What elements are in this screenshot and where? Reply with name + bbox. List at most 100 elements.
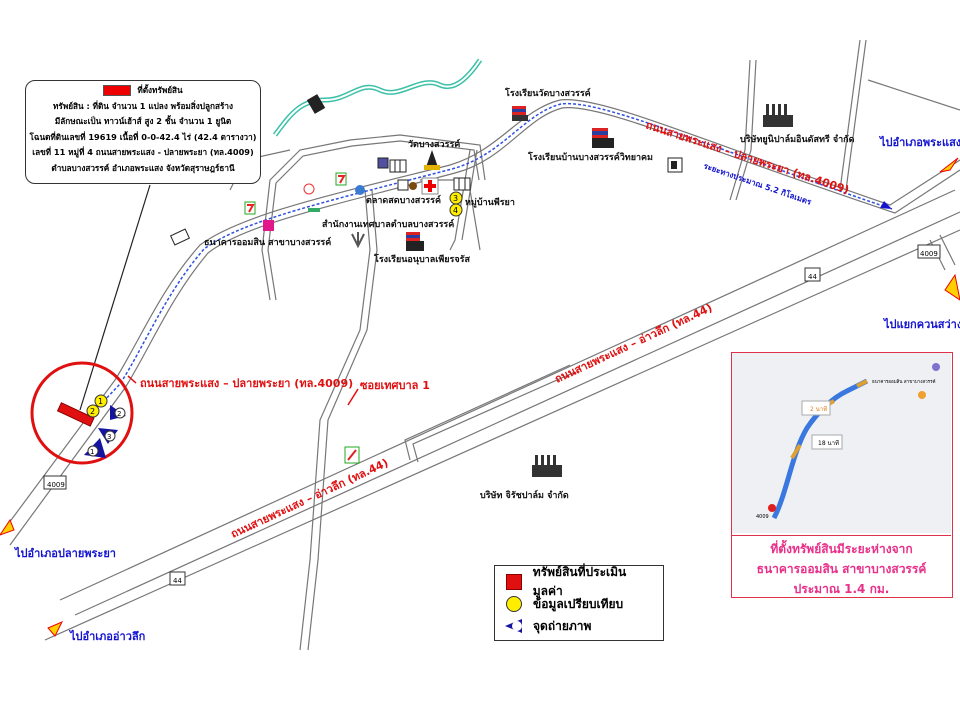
- local-streets: [229, 39, 960, 651]
- factory-icon: [532, 455, 562, 477]
- label-unipalm: บริษัทยูนิปาล์มอินดัสทรี จำกัด: [740, 133, 855, 145]
- comparable-marker: 3: [449, 191, 463, 205]
- svg-text:2: 2: [90, 407, 95, 416]
- gsb-bank-icon: [263, 220, 274, 231]
- inset-place-pin-icon: [918, 391, 926, 399]
- label-road-4009-left: ถนนสายพระแสง – ปลายพระยา (ทล.4009): [140, 377, 353, 390]
- bridge-icon: [306, 94, 326, 114]
- inset-walk-box: [811, 434, 843, 450]
- svg-text:3: 3: [453, 194, 458, 203]
- svg-text:2 นาที: 2 นาที: [810, 405, 827, 413]
- factory-icon: [763, 104, 793, 127]
- building-icon: [169, 228, 191, 246]
- svg-text:1: 1: [90, 448, 94, 456]
- arrow-icon: [939, 157, 959, 173]
- inset-dest-label: ธนาคารออมสิน สาขาบางสวรรค์: [872, 378, 936, 385]
- label-jirat: บริษัท จิรัชปาล์ม จำกัด: [480, 489, 569, 501]
- property-swatch-icon: [103, 85, 132, 96]
- route-arrowhead: [880, 201, 892, 209]
- info-title: ที่ตั้งทรัพย์สิน: [137, 85, 183, 95]
- svg-text:2: 2: [117, 410, 121, 418]
- direction-phrasaeng: ไปอำเภอพระแสง: [878, 135, 960, 149]
- photo-point-marker: 1: [84, 438, 106, 458]
- seven-eleven-icon: [244, 201, 256, 215]
- photo-point-marker: 3: [98, 428, 118, 444]
- svg-text:4: 4: [453, 206, 458, 215]
- legend-property: ทรัพย์สินที่ประเมินมูลค่า: [532, 565, 627, 598]
- info-line: เลขที่ 11 หมู่ที่ 4 ถนนสายพระแสง - ปลายพ…: [32, 147, 254, 157]
- photo-point-marker: 2: [110, 405, 126, 420]
- legend: ทรัพย์สินที่ประเมินมูลค่า ข้อมูลเปรียบเท…: [494, 565, 664, 641]
- red-square-icon: [503, 574, 525, 590]
- inset-map-image: 2 นาที 18 นาที 4009 ธนาคารออมสิน สาขาบาง…: [732, 353, 951, 533]
- direction-ao-luek: ไปอำเภออ่าวลึก: [68, 629, 146, 643]
- property-marker: [56, 402, 95, 427]
- yellow-circle-icon: [503, 596, 525, 612]
- info-line: มีลักษณะเป็น ทาวน์เฮ้าส์ สูง 2 ชั้น จำนว…: [54, 116, 232, 126]
- svg-text:3: 3: [107, 433, 111, 441]
- legend-comparable: ข้อมูลเปรียบเทียบ: [533, 596, 624, 611]
- inset-road-label: 4009: [756, 514, 769, 520]
- info-line: ทรัพย์สิน : ที่ดิน จำนวน 1 แปลง พร้อมสิ่…: [53, 100, 233, 111]
- ptt-station-icon: [344, 446, 360, 464]
- label-market: ตลาดสดบางสวรรค์: [366, 194, 441, 206]
- building-icon: [389, 159, 407, 173]
- government-emblem-icon: [351, 232, 365, 249]
- inset-caption-line: ที่ตั้งทรัพย์สินมีระยะห่างจาก: [770, 542, 913, 556]
- label-road-44-upper: ถนนสายพระแสง – อ่าวลึก (ทล.44): [553, 301, 715, 386]
- label-village: หมู่บ้านพีรยา: [465, 197, 515, 208]
- label-soi: ซอยเทศบาล 1: [360, 379, 430, 392]
- river: [272, 58, 483, 137]
- shield-44: 44: [804, 267, 821, 282]
- bank-kbank-icon: [303, 183, 315, 195]
- label-gsb-bank: ธนาคารออมสิน สาขาบางสวรรค์: [204, 236, 331, 248]
- arrow-icon: [944, 273, 960, 301]
- svg-text:1: 1: [98, 397, 103, 406]
- shield-4009: 4009: [43, 475, 67, 490]
- shield-4009: 4009: [917, 244, 941, 259]
- bank-blue-icon: [355, 185, 365, 195]
- inset-place-pin-icon: [932, 363, 940, 371]
- inset-caption-line: ธนาคารออมสิน สาขาบางสวรรค์: [756, 562, 927, 576]
- school-flag-icon: [512, 106, 528, 121]
- label-kindergarten: โรงเรียนอนุบาลเพียรจรัส: [373, 253, 470, 265]
- info-line: โฉนดที่ดินเลขที่ 19619 เนื้อที่ 0-0-42.4…: [29, 131, 257, 142]
- school-flag-icon: [406, 232, 424, 251]
- hospital-icon: [421, 177, 439, 195]
- svg-text:4009: 4009: [47, 481, 65, 489]
- market-icon: [453, 177, 471, 191]
- inset-origin-pin-icon: [768, 504, 776, 512]
- label-wat: วัดบางสวรรค์: [408, 138, 460, 150]
- arrow-icon: [47, 621, 64, 637]
- shield-44: 44: [169, 571, 186, 586]
- label-school-witthayakhom: โรงเรียนบ้านบางสวรรค์วิทยาคม: [527, 151, 653, 163]
- property-highlight-circle: [30, 361, 134, 465]
- svg-text:4009: 4009: [920, 250, 938, 258]
- svg-text:18 นาที: 18 นาที: [818, 439, 839, 447]
- inset-route: [771, 378, 869, 520]
- temple-icon: [424, 150, 440, 170]
- property-info-box: ที่ตั้งทรัพย์สิน ทรัพย์สิน : ที่ดิน จำนว…: [25, 80, 261, 184]
- seven-eleven-icon: [335, 172, 347, 186]
- label-school-wat: โรงเรียนวัดบางสวรรค์: [504, 87, 591, 99]
- legend-photo: จุดถ่ายภาพ: [533, 618, 592, 633]
- direction-plai-phraya: ไปอำเภอปลายพระยา: [13, 546, 116, 560]
- building-icon: [377, 157, 389, 169]
- arrow-icon: [127, 375, 137, 384]
- direction-khuan-sawang: ไปแยกควนสว่าง: [882, 317, 960, 331]
- label-road-44-lower: ถนนสายพระแสง – อ่าวลึก (ทล.44): [229, 456, 391, 541]
- school-flag-icon: [592, 128, 614, 148]
- store-icon: [308, 208, 320, 212]
- comparable-marker: 1: [94, 394, 108, 408]
- comparable-marker: 2: [86, 404, 100, 418]
- cafe-icon: [397, 179, 417, 191]
- route-4009: [0, 99, 960, 546]
- label-municipality: สำนักงานเทศบาลตำบลบางสวรรค์: [322, 218, 454, 230]
- camera-point-icon: [503, 618, 525, 634]
- info-line: ตำบลบางสวรรค์ อำเภอพระแสง จังหวัดสุราษฎร…: [51, 162, 235, 173]
- pointer-line: [79, 184, 151, 411]
- inset-caption: ที่ตั้งทรัพย์สินมีระยะห่างจาก ธนาคารออมส…: [732, 535, 951, 599]
- arrow-icon: [347, 388, 359, 406]
- inset-route-map: 2 นาที 18 นาที 4009 ธนาคารออมสิน สาขาบาง…: [731, 352, 953, 598]
